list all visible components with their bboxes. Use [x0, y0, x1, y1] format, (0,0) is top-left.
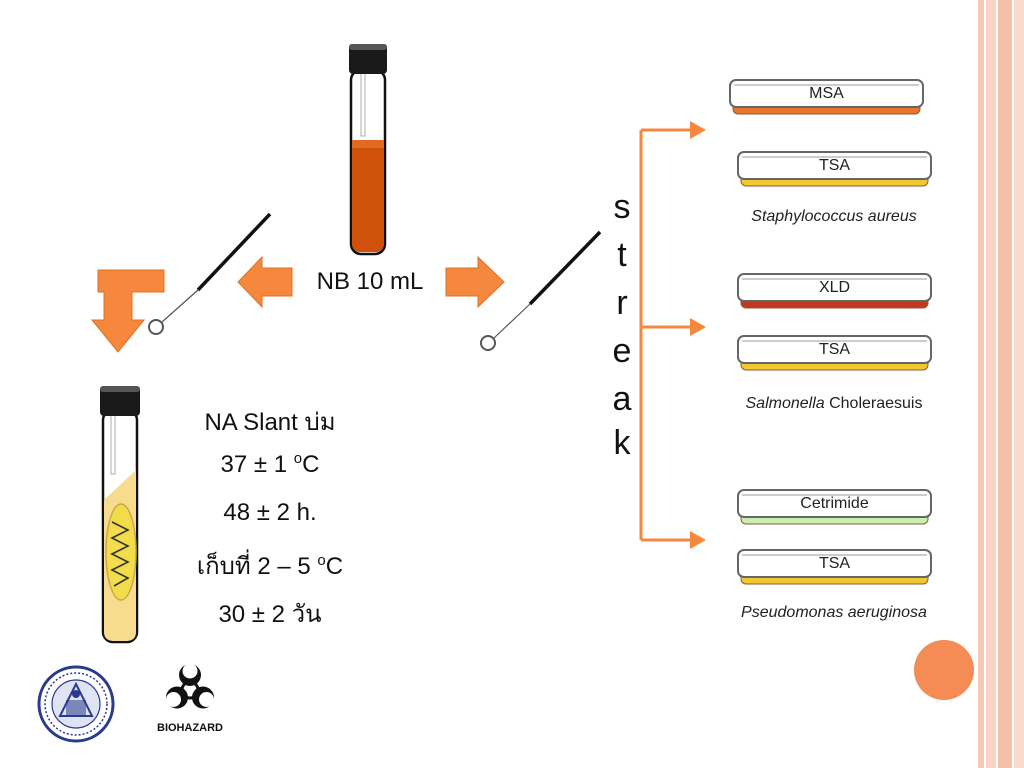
border-stripe-4	[1014, 0, 1024, 768]
species-genus: Salmonella	[745, 395, 825, 412]
biohazard-icon	[166, 663, 214, 709]
degree-sup: o	[317, 552, 326, 569]
plate-label: MSA	[809, 85, 844, 102]
species-label: Salmonella Choleraesuis	[714, 395, 954, 413]
slant-line-text: 37 ± 1	[220, 451, 294, 478]
dish-lid	[737, 549, 932, 578]
plate-label: Cetrimide	[800, 495, 869, 512]
dish-lid	[729, 79, 924, 108]
plate-label: XLD	[818, 279, 851, 296]
inoculating-loop-left	[148, 212, 272, 335]
border-stripe-1	[978, 0, 984, 768]
slant-text-line: NA Slant บ่ม	[170, 402, 370, 441]
slant-line-text: 48 ± 2 h.	[223, 499, 317, 526]
petri-dish-3	[737, 273, 932, 309]
petri-dishes	[729, 79, 932, 585]
plate-label: TSA	[818, 157, 851, 174]
plate-label: TSA	[818, 555, 851, 572]
petri-dish-5	[737, 489, 932, 525]
nb-volume-label: NB 10 mL	[316, 268, 424, 295]
slant-line-text: 30 ± 2 วัน	[218, 601, 322, 628]
branch-arrowhead-1	[690, 121, 706, 139]
dish-lid	[737, 151, 932, 180]
plate-label: TSA	[818, 341, 851, 358]
biohazard-caption: BIOHAZARD	[157, 722, 223, 734]
slant-line-text: เก็บที่ 2 – 5	[196, 553, 318, 580]
slant-text-line: 37 ± 1 oC	[170, 450, 370, 479]
petri-dish-6	[737, 549, 932, 585]
slant-line-text: NA Slant บ่ม	[204, 409, 336, 436]
slant-text-line: 30 ± 2 วัน	[170, 594, 370, 633]
slant-text-line: เก็บที่ 2 – 5 oC	[170, 546, 370, 585]
slant-line-suffix: C	[302, 451, 320, 478]
species-epithet: Choleraesuis	[824, 395, 923, 412]
branch-arrowhead-2	[690, 318, 706, 336]
petri-dish-1	[729, 79, 924, 115]
dish-lid	[737, 335, 932, 364]
streak-branches	[639, 128, 696, 542]
university-seal-logo	[37, 665, 115, 743]
streak-letter: t	[617, 236, 627, 274]
dish-lid	[737, 489, 932, 518]
degree-sup: o	[293, 450, 303, 467]
streak-letter: k	[613, 424, 631, 462]
streak-letter: s	[613, 188, 631, 226]
nb-broth-tube	[349, 44, 387, 256]
species-genus: Staphylococcus aureus	[751, 208, 917, 225]
branch-arrowhead-3	[690, 531, 706, 549]
streak-letter: e	[612, 332, 632, 370]
streak-letter: a	[612, 380, 632, 418]
slant-line-suffix: C	[325, 553, 344, 580]
petri-dish-4	[737, 335, 932, 371]
species-genus: Pseudomonas aeruginosa	[741, 604, 927, 621]
border-stripe-2	[986, 0, 996, 768]
left-arrow	[237, 255, 293, 309]
inoculating-loop-right	[480, 230, 602, 351]
elbow-down-arrow	[90, 269, 165, 353]
species-label: Staphylococcus aureus	[714, 208, 954, 226]
right-arrow	[445, 255, 505, 309]
streak-letter: r	[616, 284, 628, 322]
na-slant-tube	[100, 386, 140, 644]
border-stripe-3	[998, 0, 1012, 768]
species-label: Pseudomonas aeruginosa	[714, 604, 954, 622]
accent-circle	[914, 640, 974, 700]
petri-dish-2	[737, 151, 932, 187]
slant-text-line: 48 ± 2 h.	[170, 498, 370, 527]
dish-lid	[737, 273, 932, 302]
